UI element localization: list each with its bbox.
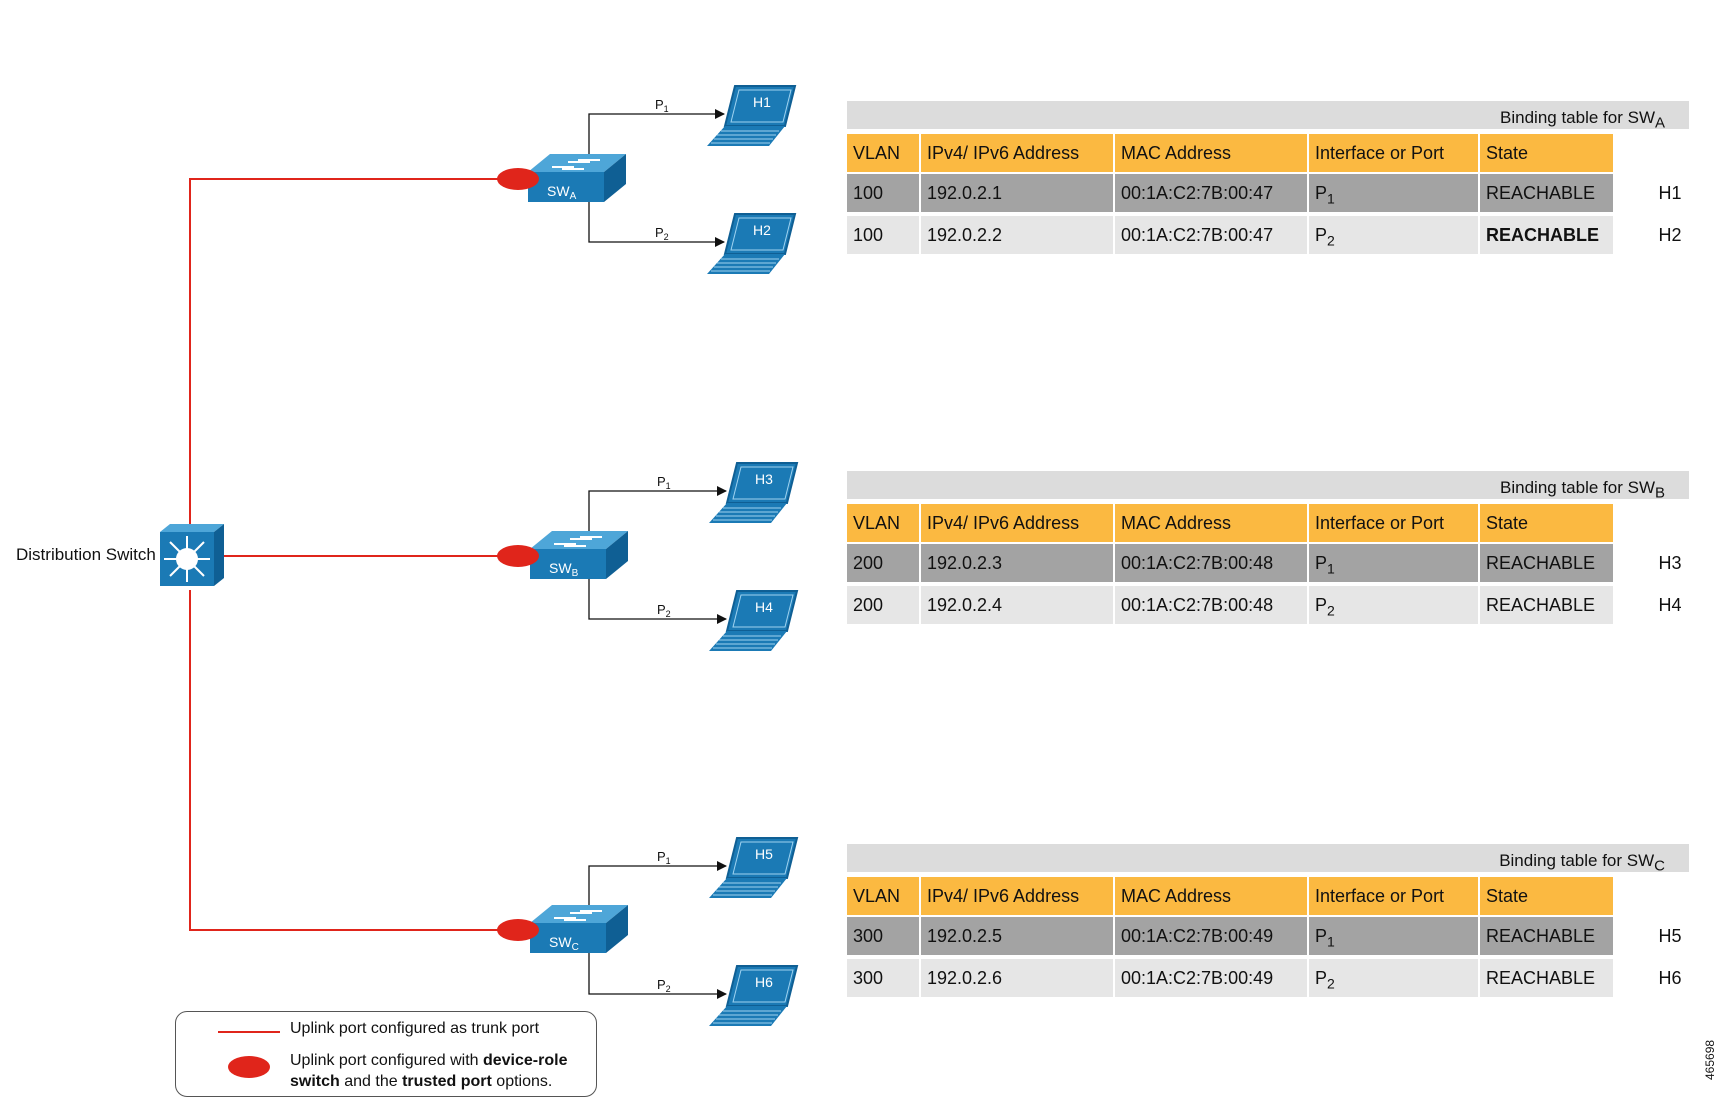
row-host-label: H1 xyxy=(1658,183,1682,203)
figure-id: 465698 xyxy=(1703,1039,1717,1080)
cell-mac: 00:1A:C2:7B:00:47 xyxy=(1115,216,1307,254)
cell-vlan: 300 xyxy=(847,959,919,997)
host-h6-laptop-icon xyxy=(708,965,798,1027)
cell-ip: 192.0.2.4 xyxy=(921,586,1113,624)
cell-vlan: 200 xyxy=(847,544,919,582)
svg-text:P2: P2 xyxy=(657,977,671,994)
switch-b-label: SWB xyxy=(549,560,579,579)
cell-port: P2 xyxy=(1309,959,1478,997)
host-h1-laptop-icon xyxy=(706,85,796,147)
switch-a-label: SWA xyxy=(547,183,577,202)
header-mac: MAC Address xyxy=(1115,134,1307,172)
cell-mac: 00:1A:C2:7B:00:49 xyxy=(1115,959,1307,997)
table-title: Binding table for SWA xyxy=(847,101,1689,131)
cell-port: P1 xyxy=(1309,917,1478,955)
svg-text:P2: P2 xyxy=(655,225,669,242)
cell-state: REACHABLE xyxy=(1480,959,1613,997)
cell-state: REACHABLE xyxy=(1480,174,1613,212)
legend-trunk-text: Uplink port configured as trunk port xyxy=(290,1020,540,1037)
header-vlan: VLAN xyxy=(847,504,919,542)
host-h5-laptop-icon xyxy=(708,837,798,899)
svg-text:H6: H6 xyxy=(755,974,773,990)
cell-mac: 00:1A:C2:7B:00:48 xyxy=(1115,586,1307,624)
legend: Uplink port configured as trunk port Upl… xyxy=(175,1011,597,1097)
svg-text:H4: H4 xyxy=(755,599,773,615)
cell-state: REACHABLE xyxy=(1480,544,1613,582)
host-h2-laptop-icon xyxy=(706,213,796,275)
cell-mac: 00:1A:C2:7B:00:47 xyxy=(1115,174,1307,212)
svg-text:H1: H1 xyxy=(753,94,771,110)
row-host-label: H5 xyxy=(1658,926,1682,946)
cell-mac: 00:1A:C2:7B:00:48 xyxy=(1115,544,1307,582)
svg-text:H5: H5 xyxy=(755,846,773,862)
cell-state: REACHABLE xyxy=(1480,917,1613,955)
cell-port: P1 xyxy=(1309,174,1478,212)
table-title: Binding table for SWB xyxy=(847,471,1689,501)
row-host-label: H3 xyxy=(1658,553,1682,573)
distribution-switch-label: Distribution Switch xyxy=(16,545,156,564)
cell-vlan: 200 xyxy=(847,586,919,624)
host-labels: H1 H2 H3 H4 H5 H6 xyxy=(753,94,773,990)
switch-c-icon xyxy=(529,904,629,954)
svg-text:P1: P1 xyxy=(657,474,671,491)
cell-vlan: 300 xyxy=(847,917,919,955)
svg-text:H2: H2 xyxy=(753,222,771,238)
header-port: Interface or Port xyxy=(1309,134,1478,172)
header-mac: MAC Address xyxy=(1115,877,1307,915)
cell-ip: 192.0.2.1 xyxy=(921,174,1113,212)
svg-text:P1: P1 xyxy=(655,97,669,114)
switch-b-icon xyxy=(529,530,629,580)
trusted-port-swatch xyxy=(228,1056,270,1078)
svg-text:P1: P1 xyxy=(657,849,671,866)
cell-port: P2 xyxy=(1309,586,1478,624)
header-port: Interface or Port xyxy=(1309,877,1478,915)
header-port: Interface or Port xyxy=(1309,504,1478,542)
cell-ip: 192.0.2.6 xyxy=(921,959,1113,997)
cell-state: REACHABLE xyxy=(1480,586,1613,624)
header-ip: IPv4/ IPv6 Address xyxy=(921,134,1113,172)
header-state: State xyxy=(1480,877,1613,915)
svg-text:H3: H3 xyxy=(755,471,773,487)
header-state: State xyxy=(1480,504,1613,542)
cell-vlan: 100 xyxy=(847,174,919,212)
host-h3-laptop-icon xyxy=(708,462,798,524)
header-ip: IPv4/ IPv6 Address xyxy=(921,504,1113,542)
cell-state: REACHABLE xyxy=(1480,216,1613,254)
header-state: State xyxy=(1480,134,1613,172)
legend-trusted-text: Uplink port configured with device-role … xyxy=(290,1052,568,1090)
host-h4-laptop-icon xyxy=(708,590,798,652)
row-host-label: H6 xyxy=(1658,968,1682,988)
port-labels: P1 P2 P1 P2 P1 P2 xyxy=(655,97,671,994)
trunk-line-swatch xyxy=(218,1031,280,1033)
switch-c-label: SWC xyxy=(549,934,579,953)
trusted-port-markers xyxy=(497,168,539,941)
switch-a-icon xyxy=(527,153,627,203)
row-host-label: H4 xyxy=(1658,595,1682,615)
cell-ip: 192.0.2.5 xyxy=(921,917,1113,955)
header-ip: IPv4/ IPv6 Address xyxy=(921,877,1113,915)
distribution-switch-icon xyxy=(160,524,224,586)
cell-port: P1 xyxy=(1309,544,1478,582)
header-mac: MAC Address xyxy=(1115,504,1307,542)
cell-ip: 192.0.2.3 xyxy=(921,544,1113,582)
header-vlan: VLAN xyxy=(847,877,919,915)
row-host-label: H2 xyxy=(1658,225,1682,245)
svg-text:P2: P2 xyxy=(657,602,671,619)
cell-ip: 192.0.2.2 xyxy=(921,216,1113,254)
header-vlan: VLAN xyxy=(847,134,919,172)
cell-vlan: 100 xyxy=(847,216,919,254)
uplink-lines xyxy=(189,178,502,931)
table-title: Binding table for SWC xyxy=(847,844,1689,874)
cell-port: P2 xyxy=(1309,216,1478,254)
cell-mac: 00:1A:C2:7B:00:49 xyxy=(1115,917,1307,955)
